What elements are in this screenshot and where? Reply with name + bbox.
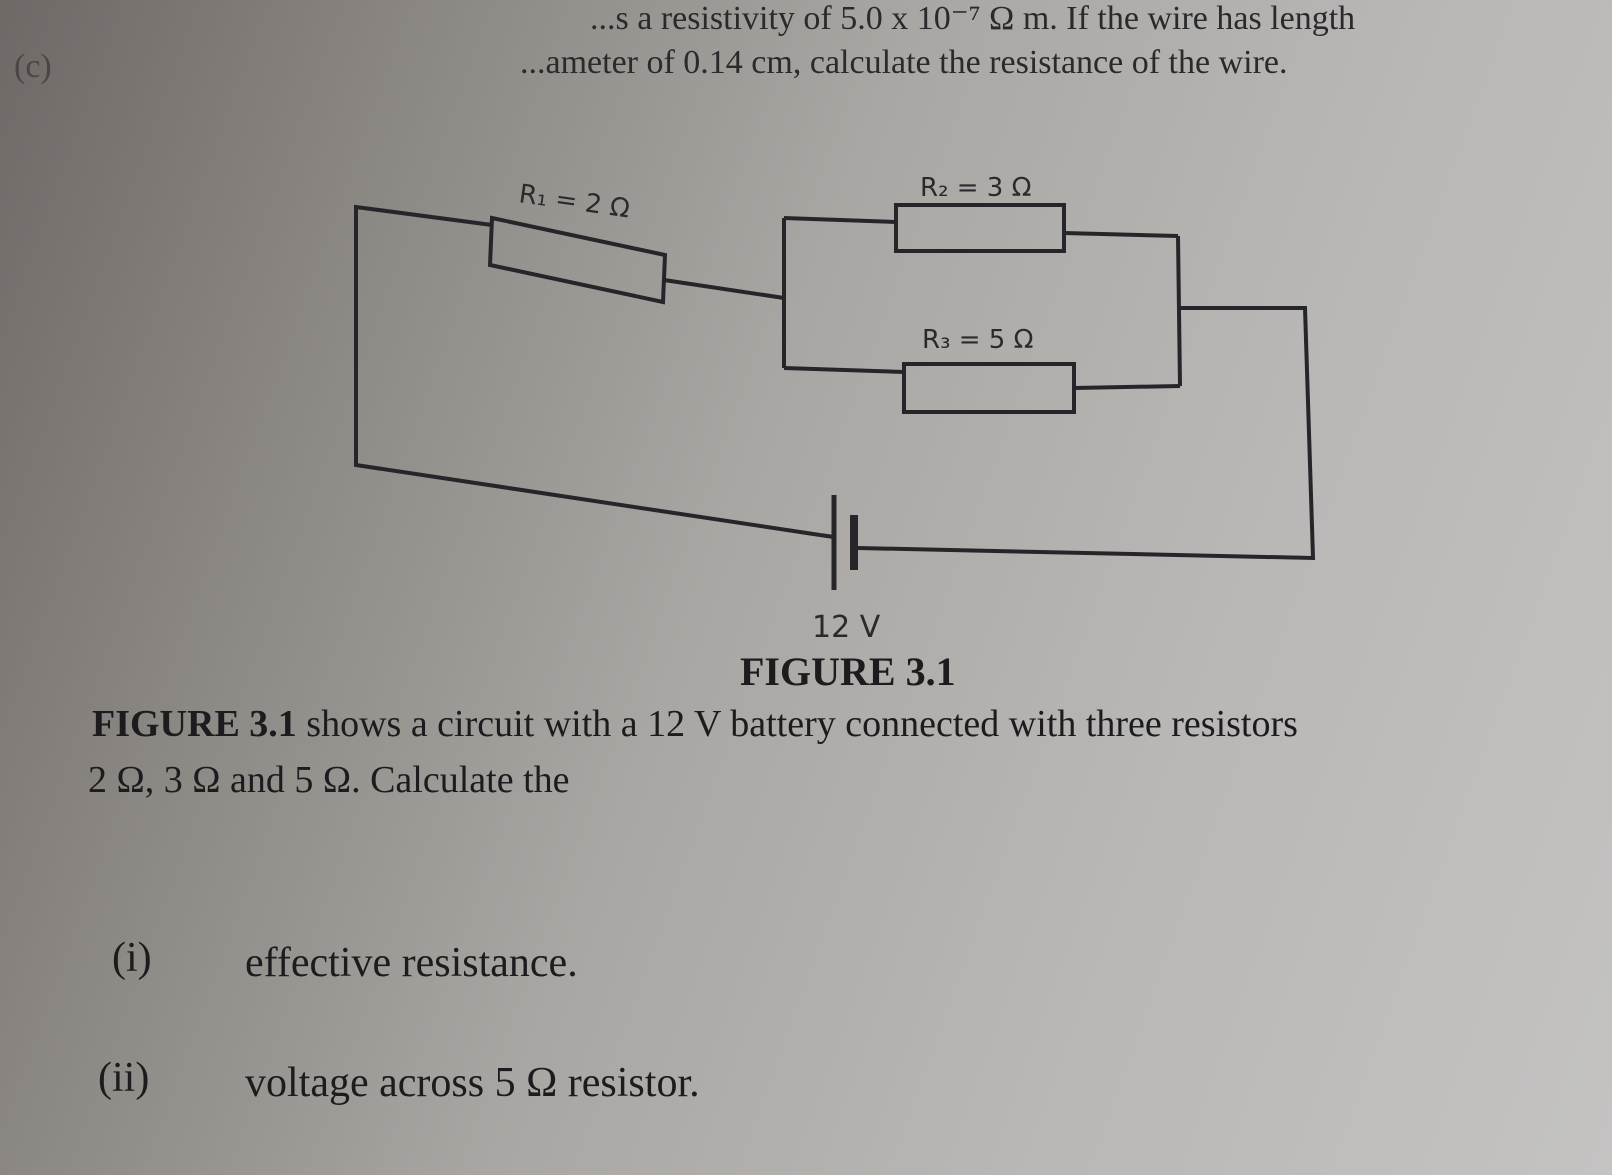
wire-r3-right <box>1073 384 1181 390</box>
item-number-i: (i) <box>112 935 152 981</box>
previous-question-line-1: ...s a resistivity of 5.0 x 10⁻⁷ Ω m. If… <box>590 0 1356 37</box>
r3-label: R₃ = 5 Ω <box>922 325 1033 355</box>
wire-left <box>354 204 821 537</box>
item-text-ii: voltage across 5 Ω resistor. <box>245 1060 700 1106</box>
figure-caption: FIGURE 3.1 <box>740 649 956 694</box>
question-text-rest: shows a circuit with a 12 V battery conn… <box>296 703 1298 745</box>
resistor-r3 <box>902 362 1076 414</box>
battery-label: 12 V <box>812 610 881 645</box>
figure-reference: FIGURE 3.1 <box>92 703 297 745</box>
previous-question-line-2: ...ameter of 0.14 cm, calculate the resi… <box>520 44 1288 81</box>
wire-junction-right <box>1176 235 1182 387</box>
wire-r1-junction <box>663 278 785 300</box>
wire-battery-left <box>819 533 835 539</box>
r2-label: R₂ = 3 Ω <box>920 173 1031 203</box>
question-text-line-1: FIGURE 3.1 shows a circuit with a 12 V b… <box>92 703 1298 746</box>
item-number-ii: (ii) <box>98 1055 150 1101</box>
wire-right <box>857 306 1316 561</box>
wire-to-r2 <box>783 216 897 224</box>
resistor-r2 <box>894 203 1066 253</box>
wire-to-r3 <box>783 366 905 374</box>
question-label: (c) <box>14 48 52 85</box>
r1-label: R₁ = 2 Ω <box>517 179 632 224</box>
resistor-r1 <box>487 215 668 305</box>
item-text-i: effective resistance. <box>245 940 578 986</box>
wire-r2-right <box>1063 231 1179 238</box>
question-text-line-2: 2 Ω, 3 Ω and 5 Ω. Calculate the <box>88 759 570 801</box>
